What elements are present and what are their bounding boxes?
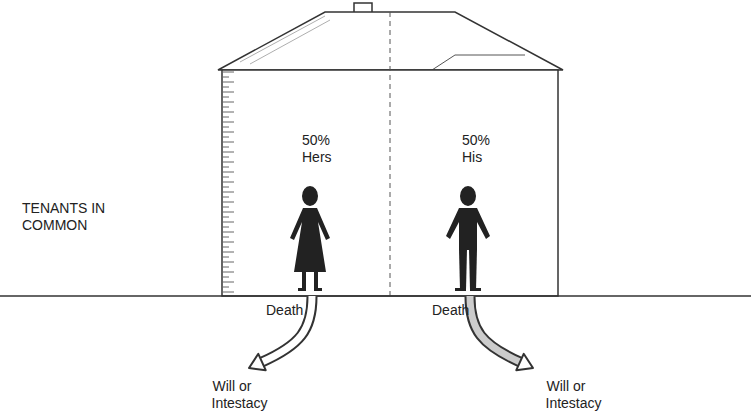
dividing-line <box>390 12 391 296</box>
ownership-title: TENANTS IN COMMON <box>22 200 108 234</box>
death-arrow <box>249 296 312 370</box>
roof-shading <box>250 20 330 64</box>
event-label: Death <box>432 302 444 319</box>
share-label: 50% His <box>462 132 474 166</box>
outcome-label: Will or Intestacy <box>546 378 587 412</box>
roof-shading <box>240 16 325 62</box>
brick-edge <box>223 71 235 295</box>
outcome-label: Will or Intestacy <box>212 378 253 412</box>
death-arrow <box>470 296 533 370</box>
roof-hip <box>432 55 525 70</box>
woman-figure <box>290 186 330 291</box>
event-label: Death <box>266 302 278 319</box>
ground-line <box>0 295 751 297</box>
man-figure <box>446 186 490 291</box>
share-label: 50% Hers <box>302 132 314 166</box>
